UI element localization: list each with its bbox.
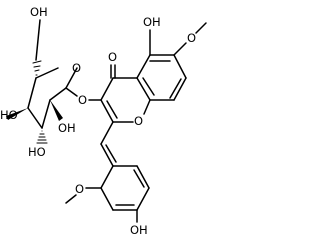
bond bbox=[136, 54, 151, 79]
bond bbox=[65, 194, 77, 204]
bond bbox=[100, 99, 114, 123]
stereo-hash bbox=[36, 130, 48, 144]
bond bbox=[136, 165, 150, 189]
sugar-ring-bonds bbox=[27, 67, 78, 129]
bond bbox=[100, 77, 114, 101]
bond bbox=[41, 99, 51, 129]
ring-c-bonds bbox=[100, 77, 151, 123]
stereo-hash bbox=[32, 60, 42, 76]
atom-label-ch2oh: OH bbox=[30, 5, 48, 19]
atom-label-carbonyl-o: O bbox=[108, 50, 117, 64]
bond bbox=[32, 60, 42, 64]
bond bbox=[27, 107, 43, 129]
bond bbox=[65, 87, 78, 97]
bond bbox=[35, 67, 59, 79]
stereo-wedge bbox=[6, 108, 28, 120]
bond bbox=[34, 69, 40, 72]
stereo-wedge bbox=[50, 100, 63, 121]
bond bbox=[195, 22, 207, 34]
bond bbox=[173, 42, 187, 56]
bond bbox=[136, 187, 150, 211]
bond bbox=[173, 54, 187, 79]
atom-label-glyco-o: O bbox=[78, 93, 87, 107]
bond bbox=[169, 78, 182, 99]
bond bbox=[106, 100, 118, 119]
atom-label-oh-top: OH bbox=[143, 15, 161, 29]
atom-label-ome-top: O bbox=[187, 31, 196, 45]
bond bbox=[35, 19, 41, 61]
ring-b-bonds bbox=[100, 121, 150, 211]
bond bbox=[65, 67, 78, 89]
ring-a-bonds bbox=[136, 54, 187, 101]
chemical-structure-diagram: OH O O O O OH O HO HO OH O OH bbox=[0, 5, 207, 237]
molecule-canvas: OH O O O O OH O HO HO OH O OH bbox=[0, 5, 207, 237]
bond bbox=[136, 77, 151, 101]
bond bbox=[49, 87, 67, 101]
atom-label-oh-lower: OH bbox=[130, 223, 148, 237]
atom-label-oh-c4: HO bbox=[0, 108, 18, 122]
bond bbox=[100, 187, 114, 211]
bond bbox=[33, 65, 41, 68]
bond bbox=[142, 77, 155, 96]
bond bbox=[100, 143, 114, 167]
atom-label-oh-c3: HO bbox=[28, 145, 46, 159]
bond bbox=[105, 144, 117, 163]
bond bbox=[133, 169, 145, 188]
bond bbox=[100, 165, 114, 189]
atom-label-sugar-ring-o: O bbox=[72, 61, 81, 75]
bond bbox=[143, 99, 151, 115]
atom-labels: OH O O O O OH O HO HO OH O OH bbox=[0, 5, 196, 237]
bond bbox=[100, 121, 114, 145]
atom-label-ome-lower: O bbox=[75, 182, 84, 196]
atom-label-ring-o: O bbox=[134, 114, 143, 128]
bond bbox=[173, 77, 187, 101]
atom-label-oh-c2: OH bbox=[58, 121, 76, 135]
bond bbox=[27, 77, 37, 109]
carbonyl-bond bbox=[110, 64, 116, 79]
